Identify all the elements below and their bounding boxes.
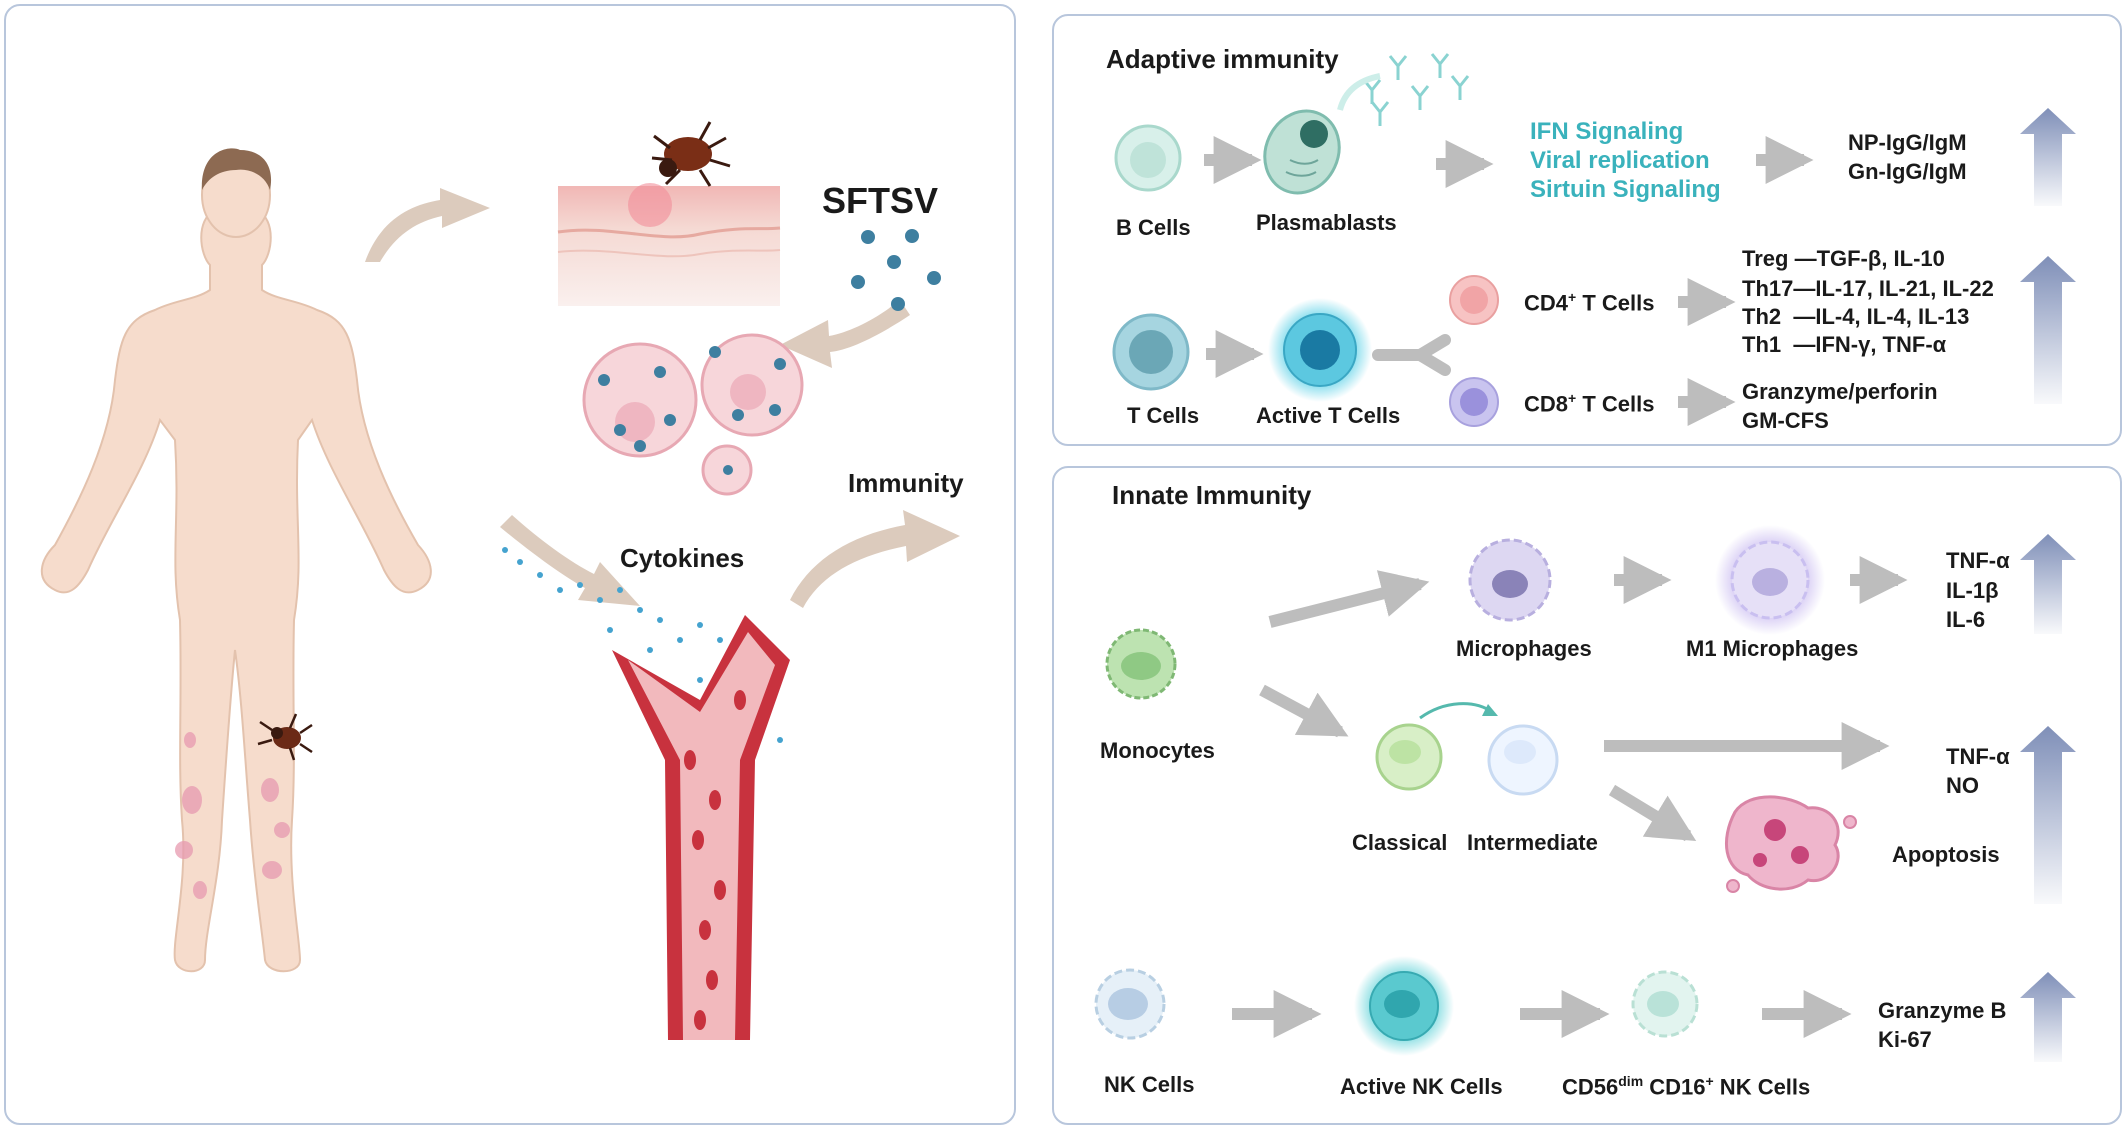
mono-tnf-output: TNF-α — [1946, 744, 2010, 769]
active-t-cells-label: Active T Cells — [1256, 403, 1401, 428]
cd8-t-cells-label: CD8+ T Cells — [1524, 391, 1654, 415]
plasmablast-icon — [1263, 109, 1341, 195]
apoptosis-label: Apoptosis — [1892, 842, 2000, 867]
monocyte-icon — [1105, 628, 1177, 700]
intermediate-label: Intermediate — [1467, 830, 1598, 855]
m1-tnf-output: TNF-α — [1946, 548, 2010, 573]
nk-cells-suffix: NK Cells — [1713, 1074, 1811, 1100]
t-cell-icon — [1112, 313, 1190, 391]
cd8-superscript: + — [1568, 390, 1577, 406]
active-nk-cell-icon — [1354, 956, 1454, 1056]
nk-cells-label: NK Cells — [1104, 1072, 1195, 1097]
b-cells-label: B Cells — [1116, 215, 1191, 240]
active-t-cell-icon — [1268, 298, 1372, 402]
cd16-superscript: + — [1705, 1073, 1714, 1089]
adaptive-immunity-title: Adaptive immunity — [1106, 44, 1339, 74]
np-antibody-label: NP-IgG/IgM — [1848, 130, 1967, 155]
cd4-t-cell-icon — [1449, 275, 1499, 325]
classical-monocyte-icon — [1375, 723, 1443, 791]
m1-macrophage-icon — [1715, 525, 1825, 635]
cd8-t-cell-icon — [1449, 377, 1499, 427]
treg-output: Treg —TGF-β, IL-10 — [1742, 246, 1945, 271]
monocyte-transition-arrow — [1419, 702, 1493, 720]
t-cell-branch — [1372, 334, 1451, 376]
immunity-label: Immunity — [848, 468, 964, 498]
virus-particles — [851, 229, 941, 311]
blood-vessel — [612, 615, 790, 1040]
ki67-output: Ki-67 — [1878, 1027, 1932, 1052]
antibody-release-arrow — [1337, 73, 1381, 111]
t-cells-label: T Cells — [1127, 403, 1200, 428]
nk-cell-icon — [1094, 968, 1166, 1040]
th2-output: Th2 —IL-4, IL-4, IL-13 — [1742, 304, 1970, 329]
monocytes-label: Monocytes — [1100, 738, 1215, 763]
intermediate-monocyte-icon — [1487, 724, 1559, 796]
gn-antibody-label: Gn-IgG/IgM — [1848, 159, 1967, 184]
th17-output: Th17—IL-17, IL-21, IL-22 — [1742, 276, 1994, 301]
antibody-icons — [1362, 53, 1470, 126]
innate-immunity-title: Innate Immunity — [1112, 480, 1312, 510]
macrophage-icon — [1468, 538, 1552, 622]
classical-label: Classical — [1352, 830, 1448, 855]
no-output: NO — [1946, 773, 1979, 798]
skin-rash — [175, 732, 290, 899]
infected-cells — [582, 333, 804, 496]
cd4-text: CD4 — [1524, 290, 1569, 316]
cd56dim-nk-cells-label: CD56dim CD16+ NK Cells — [1562, 1074, 1810, 1098]
viral-replication-label: Viral replication — [1530, 147, 1710, 174]
increase-up-arrows — [2020, 108, 2076, 1062]
human-body — [40, 171, 432, 973]
skin-section — [557, 183, 781, 306]
m1-microphages-label: M1 Microphages — [1686, 636, 1859, 661]
m1-il1b-output: IL-1β — [1946, 578, 1999, 603]
tan-curved-arrows — [365, 188, 960, 608]
granzyme-perforin-output: Granzyme/perforin — [1742, 379, 1938, 404]
cd4-t-cells-label: CD4+ T Cells — [1524, 290, 1654, 314]
b-cell-icon — [1114, 124, 1182, 192]
cytokines-label: Cytokines — [620, 543, 745, 573]
m1-il6-output: IL-6 — [1946, 607, 1986, 632]
apoptotic-cell-icon — [1724, 795, 1857, 893]
cd16-text: CD16 — [1643, 1074, 1706, 1100]
ifn-signaling-label: IFN Signaling — [1530, 118, 1684, 145]
tick-icon — [651, 121, 731, 187]
tick-on-leg-icon — [257, 713, 313, 761]
virus-label: SFTSV — [822, 180, 939, 221]
cd56-superscript: dim — [1618, 1073, 1644, 1089]
cd8-text: CD8 — [1524, 391, 1569, 417]
gray-arrows — [1204, 136, 1908, 1038]
innate-immunity-panel — [1052, 466, 2122, 1125]
cd56-text: CD56 — [1562, 1074, 1619, 1100]
cd8-suffix: T Cells — [1576, 391, 1655, 417]
cd4-suffix: T Cells — [1576, 290, 1655, 316]
granzyme-b-output: Granzyme B — [1878, 998, 2007, 1023]
head — [201, 148, 272, 238]
plasmablasts-label: Plasmablasts — [1256, 210, 1397, 235]
gm-cfs-output: GM-CFS — [1742, 408, 1829, 433]
microphages-label: Microphages — [1456, 636, 1592, 661]
th1-output: Th1 —IFN-γ, TNF-α — [1742, 332, 1947, 357]
sirtuin-signaling-label: Sirtuin Signaling — [1530, 176, 1721, 203]
active-nk-cells-label: Active NK Cells — [1340, 1074, 1503, 1099]
cd56dim-nk-cell-icon — [1631, 970, 1699, 1038]
cd4-superscript: + — [1568, 289, 1577, 305]
